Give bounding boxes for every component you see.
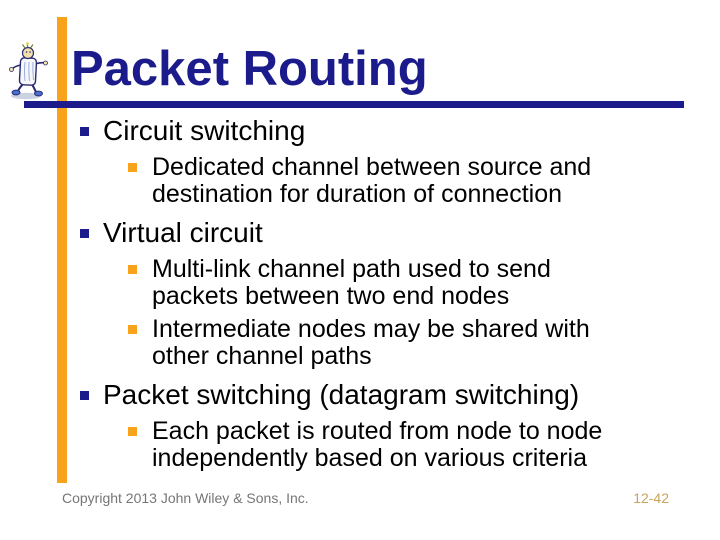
bullet-item-level1: Virtual circuit <box>75 216 690 250</box>
bullet-item-level2: Each packet is routed from node to node … <box>75 418 690 472</box>
bullet-item-level2: Intermediate nodes may be shared with ot… <box>75 316 690 370</box>
orange-square-bullet-icon <box>128 427 137 436</box>
bullet-text: Circuit switching <box>103 115 306 146</box>
navy-square-bullet-icon <box>80 391 89 400</box>
bullet-text: Multi-link channel path used to send pac… <box>152 255 551 310</box>
accent-vertical-bar <box>57 17 67 483</box>
walking-scroll-mascot-icon <box>9 42 48 100</box>
orange-square-bullet-icon <box>128 163 137 172</box>
bullet-item-level1: Packet switching (datagram switching) <box>75 378 690 412</box>
bullet-text: Intermediate nodes may be shared with ot… <box>152 315 590 370</box>
bullet-text: Dedicated channel between source and des… <box>152 153 592 208</box>
copyright-text: Copyright 2013 John Wiley & Sons, Inc. <box>62 490 309 506</box>
bullet-text: Virtual circuit <box>103 217 263 248</box>
bullet-item-level2: Dedicated channel between source and des… <box>75 154 690 208</box>
bullet-item-level1: Circuit switching <box>75 114 690 148</box>
navy-square-bullet-icon <box>80 229 89 238</box>
slide-body: Circuit switching Dedicated channel betw… <box>75 112 690 472</box>
orange-square-bullet-icon <box>128 325 137 334</box>
bullet-text: Each packet is routed from node to node … <box>152 417 603 472</box>
orange-square-bullet-icon <box>128 265 137 274</box>
title-divider-rule <box>24 101 684 108</box>
slide-page-number: 12-42 <box>633 490 669 506</box>
slide-title: Packet Routing <box>71 42 428 96</box>
navy-square-bullet-icon <box>80 127 89 136</box>
bullet-item-level2: Multi-link channel path used to send pac… <box>75 256 690 310</box>
bullet-text: Packet switching (datagram switching) <box>103 379 580 410</box>
